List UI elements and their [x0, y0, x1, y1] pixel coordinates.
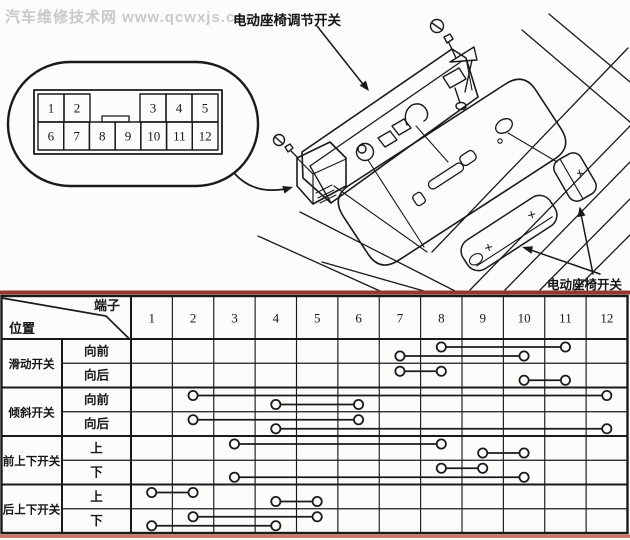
continuity-terminal-node [518, 374, 530, 386]
continuity-terminal-node [146, 520, 158, 532]
header-diagonal [1, 297, 130, 340]
pin-number: 7 [73, 129, 80, 144]
terminal-number: 8 [438, 311, 445, 326]
position-corner-label: 位置 [9, 321, 35, 336]
continuity-terminal-node [559, 374, 571, 386]
continuity-terminal-node [518, 471, 530, 483]
continuity-terminal-node [311, 495, 323, 507]
pin-number: 6 [48, 129, 55, 144]
continuity-terminal-node [228, 471, 240, 483]
position-label: 向前 [84, 392, 110, 407]
continuity-terminal-node [187, 511, 199, 523]
continuity-terminal-node [394, 350, 406, 362]
continuity-terminal-node [394, 365, 406, 377]
callout-arrow [234, 173, 293, 194]
continuity-terminal-node [477, 462, 489, 474]
switch-levers [355, 67, 467, 162]
position-label: 上 [90, 440, 103, 455]
continuity-terminal-node [270, 495, 282, 507]
continuity-terminal-node [187, 486, 199, 498]
cover-plate [337, 78, 567, 266]
terminal-number: 11 [559, 311, 572, 326]
position-label: 向前 [84, 343, 110, 358]
position-label: 向后 [84, 416, 110, 431]
pin-number: 1 [48, 101, 55, 116]
terminal-number: 9 [479, 311, 486, 326]
table-bottom-rule [0, 534, 630, 538]
continuity-terminal-node [228, 438, 240, 450]
pin-number: 12 [199, 129, 212, 144]
continuity-terminal-node [559, 341, 571, 353]
pin-number: 5 [202, 101, 209, 116]
pin-number: 2 [74, 101, 81, 116]
seat-adjust-switch-label: 电动座椅调节开关 [233, 13, 341, 28]
pin-cell [191, 121, 219, 151]
label-bottom-arrows [522, 206, 601, 275]
continuity-terminal-node [187, 389, 199, 401]
continuity-terminal-node [435, 462, 447, 474]
table-outer-border [0, 294, 629, 535]
terminal-number: 12 [600, 311, 613, 326]
group-label: 倾斜开关 [8, 405, 55, 419]
label-top-arrow [316, 25, 369, 91]
position-label: 向后 [84, 368, 110, 383]
continuity-terminal-node [518, 350, 530, 362]
leader-lines [333, 125, 558, 253]
group-label: 前上下开关 [3, 454, 61, 468]
continuity-terminal-node [353, 414, 365, 426]
seat-switch-label: 电动座椅开关 [547, 278, 623, 292]
watermark-text: 汽车维修技术网 www.qcwxjs.com [5, 9, 260, 26]
knob-cap-long [460, 194, 558, 272]
terminal-number: 7 [397, 311, 404, 326]
pin-number: 10 [147, 129, 160, 144]
connector-socket [296, 141, 347, 205]
position-label: 下 [90, 514, 103, 528]
continuity-terminal-node [518, 447, 530, 459]
pin-number: 8 [99, 129, 106, 144]
continuity-terminal-node [270, 423, 282, 435]
continuity-terminal-node [601, 389, 613, 401]
continuity-terminal-node [270, 520, 282, 532]
knob-cap-small [553, 152, 597, 202]
mounting-bracket [449, 46, 478, 93]
group-label: 后上下开关 [3, 502, 61, 516]
screw-top-icon [429, 18, 457, 59]
continuity-terminal-node [435, 341, 447, 353]
terminal-number: 1 [148, 311, 155, 326]
continuity-terminal-node [601, 423, 613, 435]
terminal-number: 6 [355, 311, 362, 326]
terminal-number: 5 [314, 311, 321, 326]
pin-number: 11 [173, 129, 186, 144]
continuity-terminal-node [435, 438, 447, 450]
terminal-number: 4 [273, 311, 280, 326]
terminal-number: 10 [518, 311, 531, 326]
continuity-terminal-node [270, 398, 282, 410]
position-label: 上 [90, 489, 103, 504]
continuity-terminal-node [187, 414, 199, 426]
terminal-number: 2 [190, 311, 197, 326]
pin-number: 4 [176, 101, 183, 116]
position-label: 下 [90, 466, 103, 480]
continuity-terminal-node [477, 447, 489, 459]
pin-number: 3 [150, 101, 157, 116]
terminal-corner-label: 端子 [94, 298, 120, 313]
continuity-terminal-node [311, 511, 323, 523]
group-label: 滑动开关 [9, 357, 55, 371]
continuity-terminal-node [146, 486, 158, 498]
continuity-terminal-node [353, 398, 365, 410]
continuity-terminal-node [435, 365, 447, 377]
table-top-rule [0, 290, 630, 295]
screw-left-icon [272, 133, 299, 159]
terminal-number: 3 [231, 311, 238, 326]
pin-number: 9 [125, 129, 132, 144]
